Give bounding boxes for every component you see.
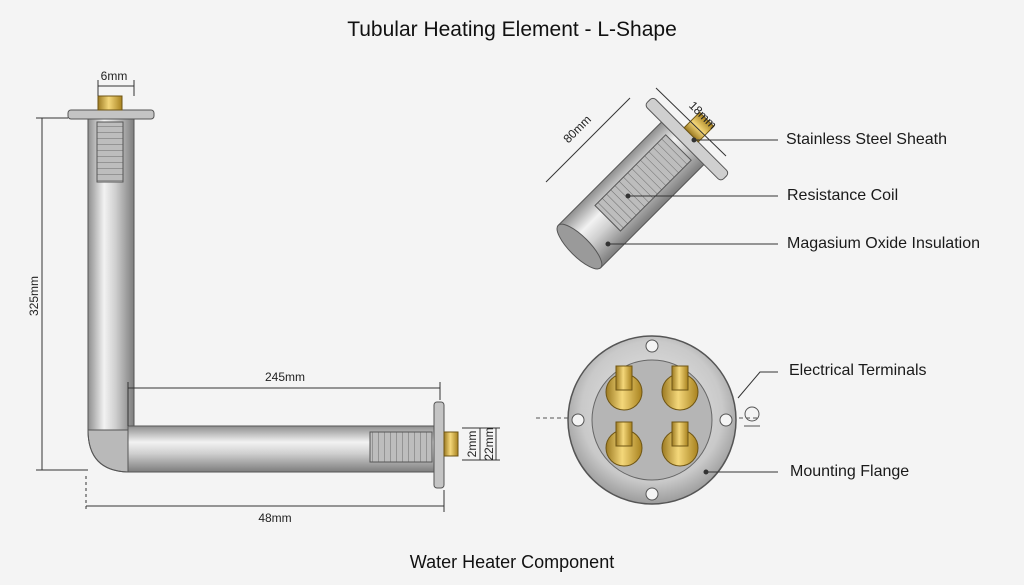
top-terminal — [97, 95, 123, 111]
callout-sheath: Stainless Steel Sheath — [786, 131, 947, 148]
terminal — [661, 365, 699, 411]
end-view — [536, 335, 760, 505]
tube-bend — [87, 425, 135, 473]
top-flange — [67, 109, 155, 120]
mount-hole — [571, 413, 585, 427]
ground-symbol-icon — [744, 406, 760, 427]
mount-hole — [645, 487, 659, 501]
callout-coil: Resistance Coil — [787, 187, 899, 204]
mount-hole — [645, 339, 659, 353]
callout-terminals: Electrical Terminals — [789, 362, 927, 379]
dim-terminal-small: 2mm — [465, 431, 479, 458]
dim-horizontal-inner: 245mm — [265, 370, 305, 384]
side-terminal — [443, 431, 459, 457]
dim-flange-height: 22mm — [482, 427, 496, 460]
cutaway-detail — [556, 97, 729, 270]
detail-terminal — [683, 111, 715, 143]
callout-flange: Mounting Flange — [790, 463, 910, 480]
terminal — [605, 421, 643, 467]
dim-detail-length: 80mm — [560, 112, 593, 145]
side-flange — [433, 401, 445, 489]
l-shape-element: 6mm 325mm 245mm 48mm 2mm 22mm — [27, 69, 500, 525]
dim-horizontal-total: 48mm — [258, 511, 291, 525]
callout-insulation: Magasium Oxide Insulation — [787, 235, 980, 252]
dim-top-width: 6mm — [101, 69, 128, 83]
dim-height: 325mm — [27, 276, 41, 316]
mount-hole — [719, 413, 733, 427]
callout-leaders — [605, 137, 778, 475]
terminal — [661, 421, 699, 467]
top-coil — [96, 121, 124, 183]
page-title: Tubular Heating Element - L-Shape — [347, 18, 677, 41]
terminal — [605, 365, 643, 411]
side-coil — [369, 431, 433, 463]
page-subtitle: Water Heater Component — [409, 552, 615, 572]
